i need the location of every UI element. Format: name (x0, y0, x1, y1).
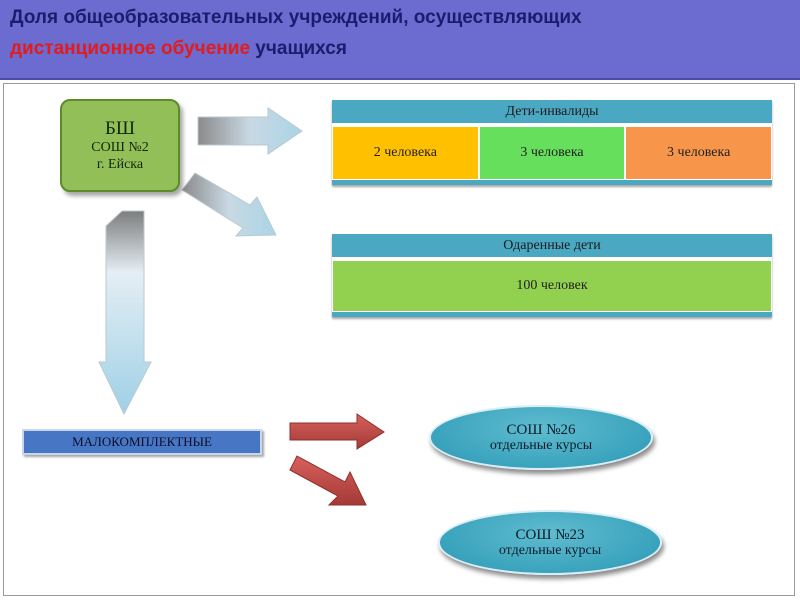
root-node-line3: г. Ейска (96, 157, 144, 172)
title-part1: Доля общеобразовательных учреждений, осу… (10, 7, 582, 28)
slide-title: Доля общеобразовательных учреждений, осу… (10, 0, 800, 64)
arrow-to-gifted (181, 172, 277, 237)
disabled-children-panel: Дети-инвалиды 2 человека 3 человека 3 че… (332, 100, 773, 185)
title-part2: учащихся (255, 38, 347, 59)
diagram-frame (3, 83, 795, 596)
arrow-to-disabled (197, 107, 303, 155)
school-23-oval: СОШ №23 отдельные курсы (438, 510, 662, 575)
school-23-title: СОШ №23 (515, 526, 585, 543)
gifted-children-cells: 100 человек (332, 260, 772, 312)
school-26-title: СОШ №26 (506, 421, 576, 438)
school-23-subtitle: отдельные курсы (498, 542, 602, 558)
root-node-line2: СОШ №2 (91, 140, 149, 155)
disabled-children-footer (332, 180, 772, 185)
arrow-down-to-small-schools (98, 210, 152, 416)
arrow-to-school-23 (289, 455, 367, 506)
small-schools-box: МАЛОКОМПЛЕКТНЫЕ (22, 429, 262, 455)
disabled-cell-1: 2 человека (332, 126, 479, 180)
school-26-oval: СОШ №26 отдельные курсы (429, 405, 653, 470)
disabled-cell-2: 3 человека (478, 126, 626, 180)
gifted-children-value: 100 человек (332, 260, 772, 312)
title-highlight: дистанционное обучение (10, 38, 251, 59)
root-node-line1: БШ (104, 118, 136, 139)
disabled-children-cells: 2 человека 3 человека 3 человека (332, 126, 773, 180)
gifted-children-footer (332, 312, 772, 317)
school-26-subtitle: отдельные курсы (489, 437, 593, 453)
arrow-to-school-26 (289, 413, 385, 450)
disabled-children-header: Дети-инвалиды (332, 100, 772, 126)
root-node-bsh: БШ СОШ №2 г. Ейска (60, 99, 180, 192)
gifted-children-panel: Одаренные дети 100 человек (332, 234, 772, 317)
gifted-children-header: Одаренные дети (332, 234, 772, 260)
slide-title-bar: Доля общеобразовательных учреждений, осу… (0, 0, 800, 80)
disabled-cell-3: 3 человека (625, 126, 773, 180)
